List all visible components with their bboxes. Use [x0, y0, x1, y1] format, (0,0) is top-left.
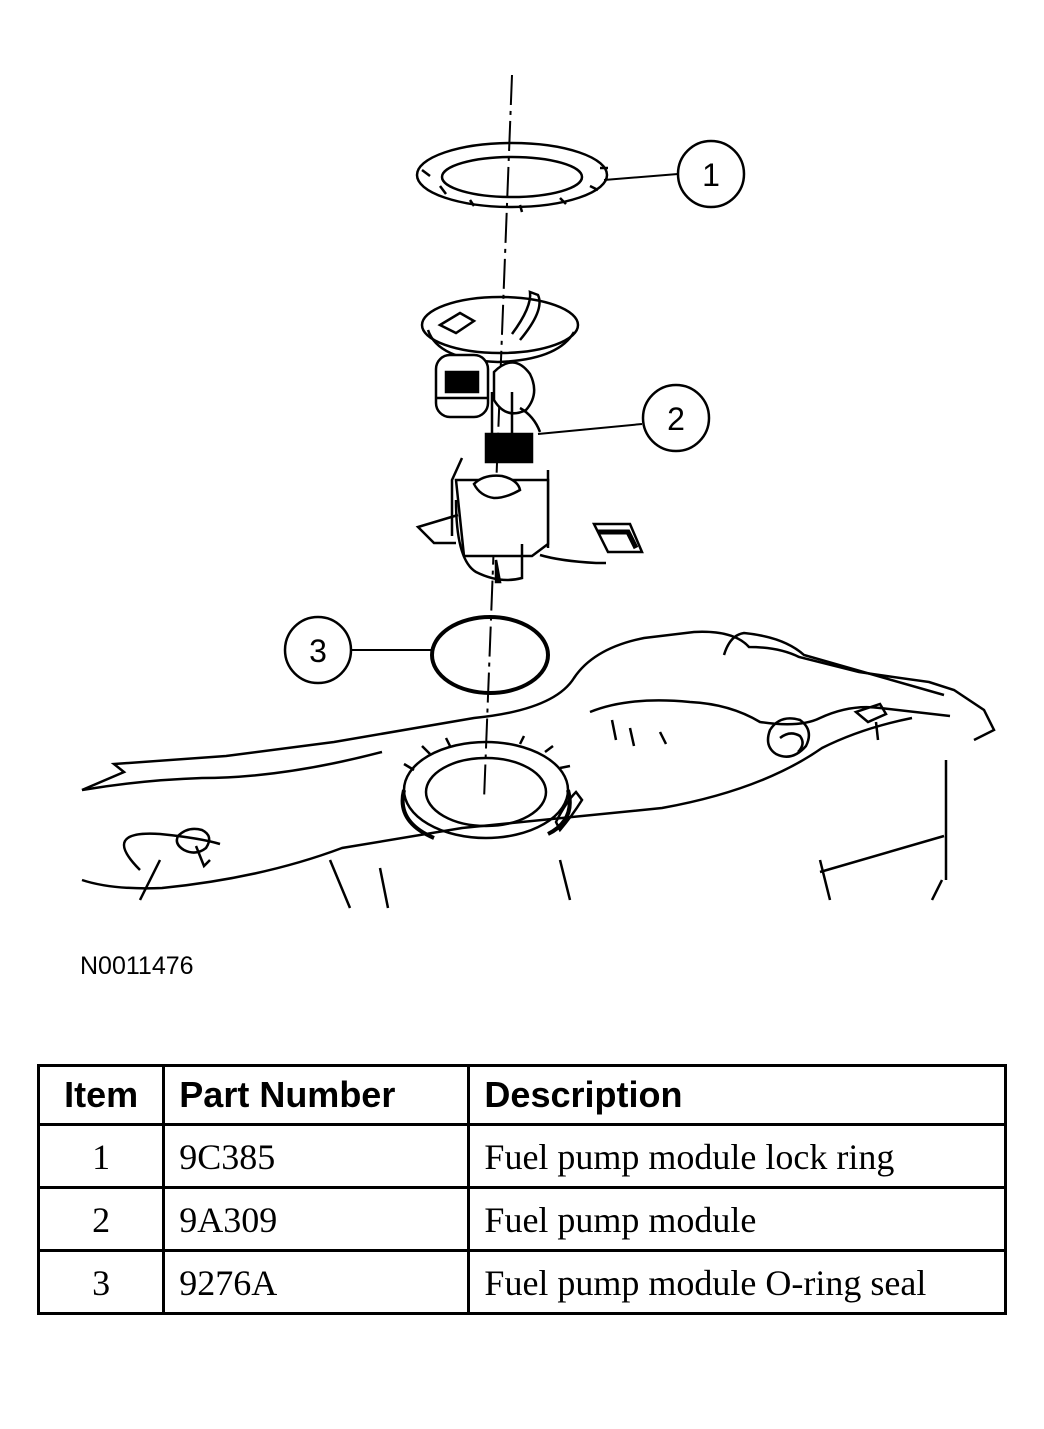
cell-part-number: 9C385 [162, 1123, 471, 1189]
header-item: Item [36, 1064, 166, 1126]
callout-1: 1 [676, 139, 746, 209]
header-part-number: Part Number [162, 1064, 471, 1126]
cell-part-number: 9A309 [162, 1186, 471, 1252]
leader-lines [352, 173, 679, 651]
table-header-row: Item Part Number Description [36, 1064, 1007, 1126]
callout-3: 3 [283, 615, 353, 685]
fuel-tank-drawing [81, 630, 996, 909]
table-row: 2 9A309 Fuel pump module [36, 1186, 1007, 1252]
table-row: 1 9C385 Fuel pump module lock ring [36, 1123, 1007, 1189]
callout-2-label: 2 [667, 401, 685, 437]
callout-1-label: 1 [702, 157, 720, 193]
exploded-diagram: 1 2 3 [81, 74, 996, 909]
lock-ring-drawing [415, 141, 609, 213]
fuel-pump-module-drawing [415, 290, 644, 584]
cell-description: Fuel pump module [467, 1186, 1007, 1252]
figure-id: N0011476 [80, 952, 194, 980]
header-description: Description [467, 1064, 1007, 1126]
cell-item: 1 [36, 1123, 166, 1189]
cell-part-number: 9276A [162, 1249, 471, 1315]
table-row: 3 9276A Fuel pump module O-ring seal [36, 1249, 1007, 1315]
cell-description: Fuel pump module lock ring [467, 1123, 1007, 1189]
cell-item: 2 [36, 1186, 166, 1252]
cell-description: Fuel pump module O-ring seal [467, 1249, 1007, 1315]
parts-table: Item Part Number Description 1 9C385 Fue… [36, 1064, 1007, 1315]
cell-item: 3 [36, 1249, 166, 1315]
o-ring-drawing [430, 615, 550, 695]
callout-2: 2 [641, 383, 711, 453]
callout-3-label: 3 [309, 633, 327, 669]
